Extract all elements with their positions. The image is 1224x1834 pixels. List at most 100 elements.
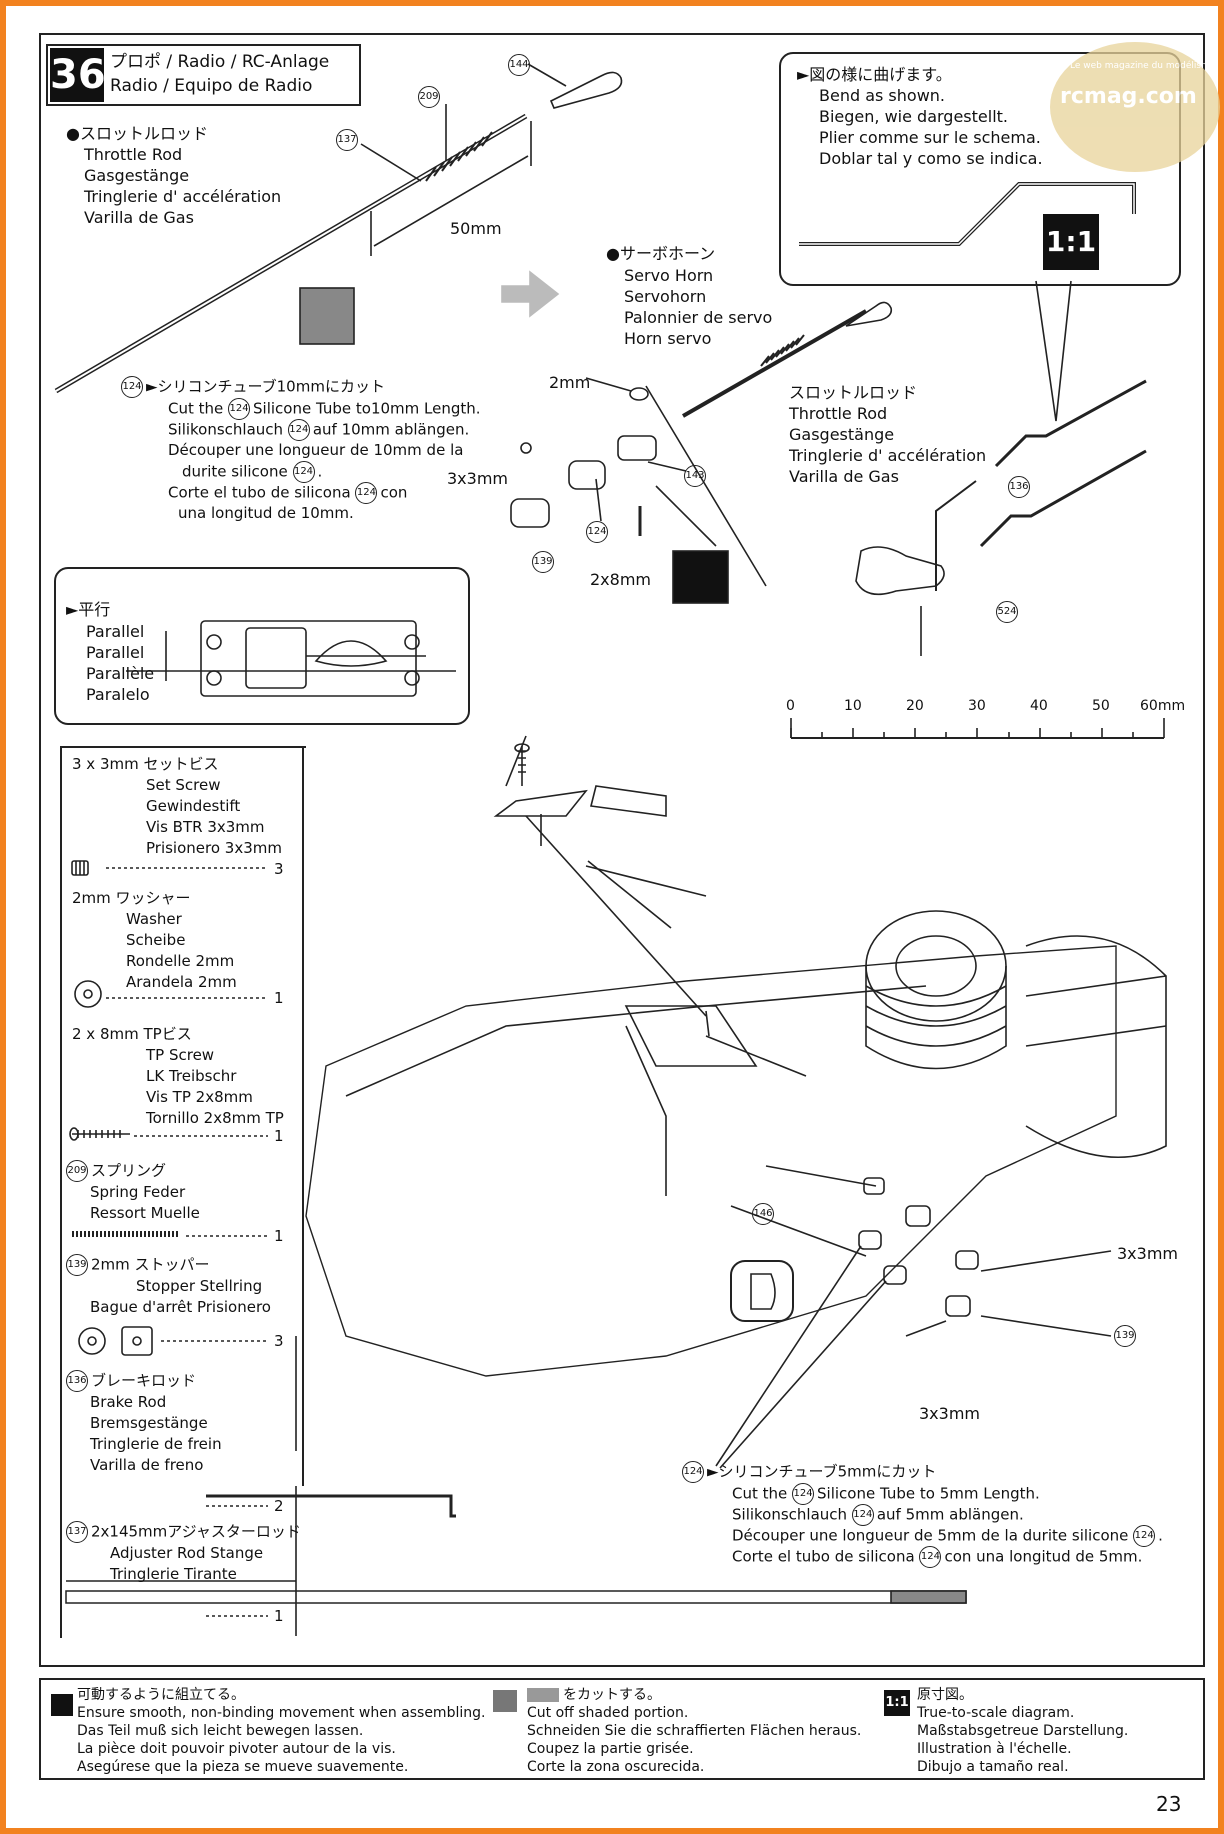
legend-cut-de: Schneiden Sie die schraffierten Flächen … bbox=[527, 1723, 862, 1739]
servo-horn-es: Horn servo bbox=[624, 329, 712, 348]
bend-en: Bend as shown. bbox=[819, 86, 946, 105]
part-ref-209: 209 bbox=[418, 85, 443, 108]
throttle-rod-jp: ●スロットルロッド bbox=[66, 124, 208, 143]
setscrew-es: Prisionero 3x3mm bbox=[146, 839, 282, 857]
setscrew-fr: Vis BTR 3x3mm bbox=[146, 818, 265, 836]
assembly-illustration bbox=[54, 63, 1167, 1636]
bend-callout: ►図の様に曲げます。 Bend as shown. Biegen, wie da… bbox=[779, 52, 1181, 286]
washer-size-label: 2mm bbox=[549, 373, 591, 392]
throttle-rod2-es: Varilla de Gas bbox=[789, 467, 899, 486]
legend-cut-en: Cut off shaded portion. bbox=[527, 1705, 689, 1721]
ruler-tick-50: 50 bbox=[1092, 698, 1110, 714]
scale-icon: 1:1 bbox=[884, 1690, 910, 1716]
tpscrew-jp: 2 x 8mm TPビス bbox=[72, 1025, 192, 1043]
part-ref-136: 136 bbox=[1008, 475, 1033, 498]
servo-horn-jp: ●サーボホーン bbox=[606, 244, 716, 263]
legend-cut-fr: Coupez la partie grisée. bbox=[527, 1741, 694, 1757]
tpscrew-de: LK Treibschr bbox=[146, 1067, 237, 1085]
parallel-fr: Parallèle bbox=[86, 664, 155, 683]
part-ref-124-mid: 124 bbox=[586, 520, 611, 543]
rod-length-label: 50mm bbox=[450, 219, 502, 238]
part-ref-143: 143 bbox=[684, 464, 709, 487]
setscrew-en: Set Screw bbox=[146, 776, 221, 794]
throttle-rod-en: Throttle Rod bbox=[84, 145, 183, 164]
part-ref-139-main: 139 bbox=[1114, 1324, 1139, 1347]
washer-en: Washer bbox=[126, 910, 182, 928]
stopper-qty: 3 bbox=[274, 1332, 284, 1350]
manual-page: 36 プロポ / Radio / RC-Anlage Radio / Equip… bbox=[6, 6, 1220, 1828]
bend-fr: Plier comme sur le schema. bbox=[819, 128, 1041, 147]
stopper-l1: Stopper Stellring bbox=[136, 1277, 263, 1295]
throttle-rod2-jp: スロットルロッド bbox=[789, 383, 918, 402]
throttle-rod2-de: Gasgestänge bbox=[789, 425, 895, 444]
ruler-tick-0: 0 bbox=[786, 698, 795, 714]
cut10-fr: Découper une longueur de 10mm de la bbox=[168, 441, 464, 459]
part-ref-144: 144 bbox=[508, 53, 533, 76]
bend-de: Biegen, wie dargestellt. bbox=[819, 107, 1008, 126]
cut-icon bbox=[493, 1690, 517, 1712]
bend-jp: ►図の様に曲げます。 bbox=[797, 65, 952, 84]
legend-scale-en: True-to-scale diagram. bbox=[917, 1705, 1075, 1721]
scale-1-1-icon: 1:1 bbox=[1043, 214, 1099, 270]
watermark-brand: rcmag.com bbox=[1060, 84, 1197, 109]
legend-scale-jp: 原寸図。 bbox=[917, 1687, 973, 1703]
washer-de: Scheibe bbox=[126, 931, 186, 949]
setscrew-jp: 3 x 3mm セットビス bbox=[72, 755, 219, 773]
tpscrew-fr: Vis TP 2x8mm bbox=[146, 1088, 253, 1106]
brakerod-es: Varilla de freno bbox=[90, 1456, 204, 1474]
legend-move-fr: La pièce doit pouvoir pivoter autour de … bbox=[77, 1741, 396, 1757]
servo-horn-en: Servo Horn bbox=[624, 266, 714, 285]
cut10-jp: 124►シリコンチューブ10mmにカット bbox=[121, 376, 385, 398]
setscrew-qty: 3 bbox=[274, 860, 284, 878]
legend-box: 可動するように組立てる。 Ensure smooth, non-binding … bbox=[39, 1678, 1205, 1780]
setscrew-size-label-3: 3x3mm bbox=[919, 1404, 980, 1423]
legend-cut-es: Corte la zona oscurecida. bbox=[527, 1759, 705, 1775]
setscrew-de: Gewindestift bbox=[146, 797, 241, 815]
washer-qty: 1 bbox=[274, 989, 284, 1007]
ruler-tick-40: 40 bbox=[1030, 698, 1048, 714]
page-frame bbox=[39, 33, 1205, 1667]
tpscrew-size-label: 2x8mm bbox=[590, 570, 651, 589]
adjrod-l2: Tringlerie Tirante bbox=[110, 1565, 237, 1583]
legend-move-es: Asegúrese que la pieza se mueve suavemen… bbox=[77, 1759, 409, 1775]
throttle-rod2-fr: Tringlerie d' accélération bbox=[789, 446, 987, 465]
step-title-line1: プロポ / Radio / RC-Anlage bbox=[110, 52, 330, 72]
brakerod-de: Bremsgestänge bbox=[90, 1414, 208, 1432]
spring-l1: Spring Feder bbox=[90, 1183, 186, 1201]
page-number: 23 bbox=[1156, 1792, 1182, 1816]
brakerod-qty: 2 bbox=[274, 1497, 284, 1515]
smooth-movement-icon bbox=[51, 1694, 73, 1716]
tpscrew-qty: 1 bbox=[274, 1127, 284, 1145]
legend-move-jp: 可動するように組立てる。 bbox=[77, 1687, 245, 1703]
tpscrew-en: TP Screw bbox=[146, 1046, 215, 1064]
watermark-tagline: Le web magazine du modélisme bbox=[1070, 61, 1216, 71]
spring-l2: Ressort Muelle bbox=[90, 1204, 200, 1222]
parts-list-divider bbox=[302, 746, 304, 1486]
brakerod-en: Brake Rod bbox=[90, 1393, 167, 1411]
tpscrew-es: Tornillo 2x8mm TP bbox=[146, 1109, 284, 1127]
cut5-fr: Découper une longueur de 5mm de la durit… bbox=[732, 1525, 1163, 1547]
brakerod-fr: Tringlerie de frein bbox=[90, 1435, 222, 1453]
parallel-jp: ►平行 bbox=[66, 600, 111, 619]
spring-qty: 1 bbox=[274, 1227, 284, 1245]
parallel-box: ►平行 Parallel Parallel Parallèle Paralelo bbox=[54, 567, 470, 725]
setscrew-size-label: 3x3mm bbox=[447, 469, 508, 488]
stopper-l2: Bague d'arrêt Prisionero bbox=[90, 1298, 271, 1316]
part-ref-146: 146 bbox=[752, 1202, 777, 1225]
watermark-logo: rcmag.com Le web magazine du modélisme bbox=[1050, 42, 1220, 172]
step-header: 36 プロポ / Radio / RC-Anlage Radio / Equip… bbox=[46, 44, 361, 106]
ruler-tick-60: 60mm bbox=[1140, 698, 1186, 714]
legend-scale-fr: Illustration à l'échelle. bbox=[917, 1741, 1072, 1757]
shaded-swatch bbox=[527, 1688, 559, 1702]
setscrew-size-label-2: 3x3mm bbox=[1117, 1244, 1178, 1263]
cut5-jp: 124►シリコンチューブ5mmにカット bbox=[682, 1461, 936, 1483]
parallel-en: Parallel bbox=[86, 622, 145, 641]
